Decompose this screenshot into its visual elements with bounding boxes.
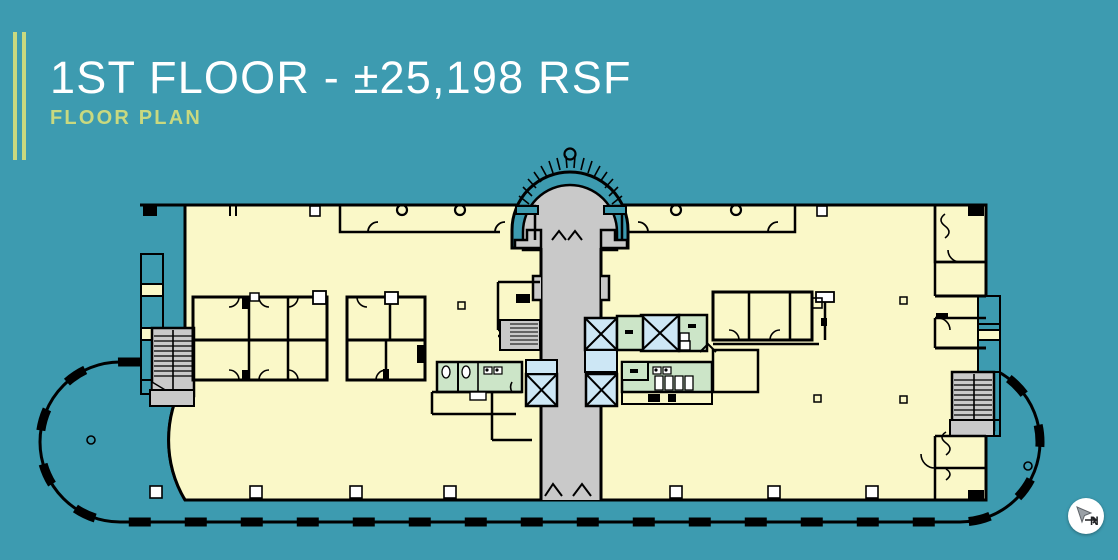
- office-suite-west-2: [345, 291, 427, 382]
- south-center-rooms: [430, 381, 713, 442]
- northeast-rooms: [933, 205, 986, 350]
- header-accent-bars: [13, 32, 27, 160]
- stair-west: [149, 326, 196, 407]
- stair-east: [949, 370, 996, 437]
- page-title: 1ST FLOOR - ±25,198 RSF: [50, 52, 632, 103]
- north-cursor-icon: N: [1076, 506, 1099, 528]
- restroom: [435, 360, 524, 394]
- column-icon: [729, 203, 743, 217]
- site-drive-arc: [35, 357, 1045, 527]
- southeast-rooms: [920, 431, 986, 500]
- north-compass-button[interactable]: N: [1068, 498, 1104, 534]
- office-suite-east: [699, 290, 835, 394]
- accent-bar-1: [13, 32, 17, 160]
- upper-band-corridor: [338, 203, 797, 234]
- page-subtitle: FLOOR PLAN: [50, 107, 202, 129]
- restrooms: [435, 313, 714, 394]
- office-suite-west: [191, 290, 329, 382]
- elevator-bank[interactable]: [524, 313, 681, 408]
- plan-details: [86, 204, 1033, 500]
- column-icon: [395, 203, 409, 217]
- column-icon: [453, 203, 467, 217]
- column-icon: [669, 203, 683, 217]
- accent-bar-2: [22, 32, 26, 160]
